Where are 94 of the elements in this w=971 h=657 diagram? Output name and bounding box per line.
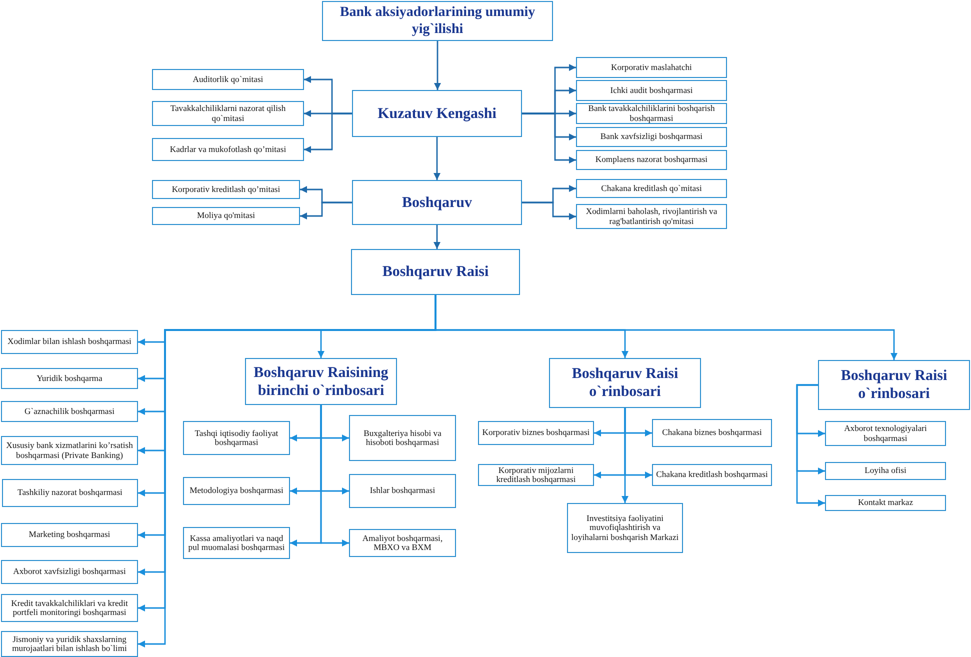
department-box — [576, 179, 727, 198]
connector-arrow — [434, 137, 440, 180]
department-box — [152, 138, 304, 161]
department-box — [652, 464, 772, 486]
unit-name: Ichki audit boshqarmasi — [610, 86, 693, 96]
unit-name: Tashqi iqtisodiy faoliyat boshqarmasi — [194, 428, 280, 448]
department-box — [183, 477, 290, 505]
department-box — [2, 479, 138, 507]
unit-name: Bank tavakkalchiliklarini boshqarish boshqarmasi — [587, 104, 716, 123]
connector-arrow — [434, 225, 440, 249]
department-box — [1, 436, 138, 465]
leadership-box — [351, 249, 520, 295]
department-box — [478, 421, 594, 445]
unit-name: Kadrlar va mukofotlash qo’mitasi — [170, 144, 286, 154]
unit-name: Ishlar boshqarmasi — [370, 486, 436, 496]
unit-name: Chakana kreditlash boshqarmasi — [656, 470, 768, 480]
unit-name: Boshqaruv Raisi o`rinbosari — [570, 365, 680, 401]
connector-arrow — [320, 405, 349, 546]
department-box — [576, 57, 727, 78]
unit-name: Tashkiliy nazorat boshqarmasi — [18, 488, 122, 498]
department-box — [567, 503, 683, 553]
connector-arrow — [434, 41, 441, 90]
unit-name: Amaliyot boshqarmasi, MBXO va BXM — [361, 534, 444, 552]
connector-arrow — [304, 112, 352, 153]
leadership-box — [245, 358, 397, 405]
department-box — [349, 474, 456, 508]
department-box — [152, 69, 304, 90]
connector-arrow — [522, 202, 576, 220]
unit-name: Xususiy bank xizmatlarini ko’rsatish boshqarmasi (Private Banking) — [5, 441, 134, 460]
unit-name: Korporativ maslahatchi — [611, 62, 692, 72]
unit-name: Boshqaruv — [402, 194, 472, 212]
unit-name: Loyiha ofisi — [864, 466, 906, 476]
department-box — [1, 631, 138, 657]
department-box — [1, 594, 138, 622]
department-box — [1, 368, 138, 389]
unit-name: Jismoniy va yuridik shaxslarning murojaatlari bilan ishlash bo`limi — [11, 634, 128, 654]
leadership-box — [322, 1, 553, 41]
connector-arrow — [522, 112, 576, 164]
unit-name: Bank aksiyadorlarining umumiy yig`ilishi — [338, 4, 536, 38]
department-box — [183, 421, 290, 455]
department-box — [1, 560, 138, 584]
department-box — [652, 419, 772, 447]
leadership-box — [352, 90, 522, 137]
unit-name: Kredit tavakkalchiliklari va kredit portfeli monitoringi boshqarmasi — [10, 598, 129, 618]
unit-name: Investitsiya faoliyatini muvofiqlashtirish va loyihalarni boshqarish Markazi — [570, 514, 680, 542]
unit-name: Auditorlik qo`mitasi — [192, 74, 264, 84]
unit-name: Boshqaruv Raisi o`rinbosari — [840, 367, 948, 403]
unit-name: Chakana kreditlash qo`mitasi — [601, 184, 702, 194]
unit-name: Kontakt markaz — [858, 498, 914, 508]
department-box — [152, 207, 300, 225]
unit-name: Moliya qo'mitasi — [196, 211, 256, 221]
department-box — [825, 462, 946, 480]
unit-name: Tavakkalchiliklarni nazorat qilish qo`mitasi — [169, 104, 287, 123]
department-box — [576, 150, 727, 170]
unit-name: Korporativ mijozlarni kreditlash boshqarmasi — [495, 466, 577, 484]
unit-name: Kassa amaliyotlari va naqd pul muomalasi boshqarmasi — [187, 534, 286, 552]
department-box — [1, 330, 138, 354]
unit-name: Komplaens nazorat boshqarmasi — [595, 155, 708, 165]
department-box — [1, 401, 138, 422]
department-box — [349, 415, 456, 461]
unit-name: Marketing boshqarmasi — [28, 530, 110, 540]
unit-name: Kuzatuv Kengashi — [378, 104, 496, 122]
leadership-box — [549, 358, 701, 408]
department-box — [576, 127, 727, 147]
unit-name: Metodologiya boshqarmasi — [190, 486, 284, 496]
leadership-box — [818, 360, 970, 410]
unit-name: Xodimlarni baholash, rivojlantirish va rag'batlantirish qo'mitasi — [584, 207, 718, 226]
department-box — [576, 80, 727, 101]
department-box — [576, 103, 727, 124]
department-box — [152, 101, 304, 126]
department-box — [152, 180, 300, 199]
connector-arrow — [796, 384, 825, 506]
unit-name: Boshqaruv Raisi — [382, 263, 489, 281]
department-box — [576, 204, 727, 229]
department-box — [349, 529, 456, 557]
connector-arrow — [300, 202, 352, 220]
unit-name: Xodimlar bilan ishlash boshqarmasi — [8, 337, 132, 347]
department-box — [1, 523, 138, 547]
department-box — [183, 527, 290, 559]
unit-name: Axborot xavfsizligi boshqarmasi — [13, 567, 126, 577]
department-box — [478, 464, 594, 486]
unit-name: Yuridik boshqarma — [36, 374, 102, 384]
unit-name: Bank xavfsizligi boshqarmasi — [600, 132, 703, 142]
unit-name: Buxgalteriya hisobi va hisoboti boshqarmasi — [362, 428, 442, 448]
unit-name: Korporativ kreditlash qo’mitasi — [172, 184, 280, 194]
unit-name: G`aznachilik boshqarmasi — [24, 406, 114, 416]
unit-name: Axborot texnologiyalari boshqarmasi — [843, 424, 928, 443]
department-box — [825, 421, 946, 446]
unit-name: Korporativ biznes boshqarmasi — [482, 428, 590, 438]
unit-name: Chakana biznes boshqarmasi — [662, 428, 762, 438]
leadership-box — [352, 180, 522, 225]
unit-name: Boshqaruv Raisining birinchi o`rinbosari — [252, 364, 390, 400]
connector-arrow — [622, 408, 628, 503]
department-box — [825, 495, 946, 511]
